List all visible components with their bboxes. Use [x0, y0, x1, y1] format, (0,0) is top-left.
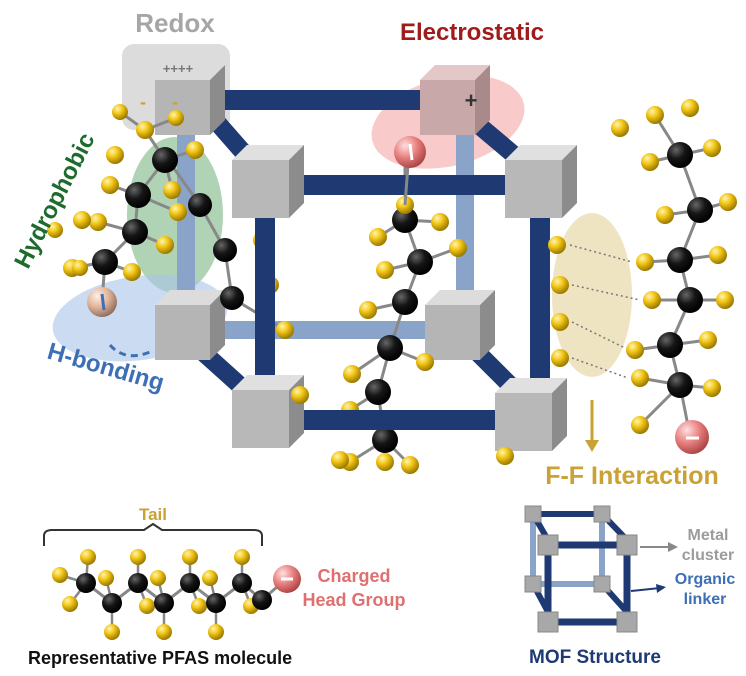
caption-mof: MOF Structure: [529, 647, 661, 668]
mof-structure-legend: Metal cluster Organic linker MOF Structu…: [524, 505, 736, 668]
label-hydrophobic: Hydrophobic: [9, 129, 100, 273]
metal-cluster-back-br: [425, 290, 495, 360]
metal-cluster-front-bl: [232, 375, 304, 448]
label-charged: Charged: [317, 566, 390, 586]
label-redox: Redox: [135, 8, 215, 38]
pfas-legend-chain: [52, 549, 301, 640]
electrostatic-charge: +: [465, 88, 478, 113]
label-tail: Tail: [139, 505, 167, 524]
pfas-molecule-legend: Tail: [28, 505, 406, 668]
redox-minus-right: -: [172, 92, 178, 112]
ff-contacts: [548, 236, 641, 452]
metal-cluster-front-tr: [505, 145, 577, 218]
pfas-chain-right: [611, 99, 737, 454]
label-head-group: Head Group: [302, 590, 405, 610]
h-bond-dash: [108, 343, 151, 358]
caption-pfas: Representative PFAS molecule: [28, 648, 292, 668]
metal-cluster-front-br: [495, 378, 567, 451]
metal-cluster-back-tl: [155, 65, 225, 135]
label-metal: Metal: [688, 527, 729, 544]
loose-fluorine-atoms: [47, 211, 514, 471]
redox-charges: ++++: [163, 61, 194, 76]
label-electrostatic: Electrostatic: [400, 19, 544, 46]
redox-minus-left: -: [140, 92, 146, 112]
label-cluster: cluster: [682, 547, 734, 564]
tail-bracket: [43, 522, 263, 546]
metal-cluster-back-bl: [155, 290, 225, 360]
pfas-chain-left: [63, 104, 204, 358]
metal-cluster-front-tl: [232, 145, 304, 218]
label-ff-interaction: F-F Interaction: [545, 462, 719, 490]
label-linker: linker: [684, 591, 727, 608]
ff-interaction-highlight: [552, 213, 632, 377]
mof-back-clusters: [155, 65, 495, 360]
electrostatic-head-group: [394, 136, 426, 206]
mof-back-linkers: [177, 90, 526, 397]
metal-cluster-back-tr: [420, 65, 490, 135]
label-organic: Organic: [675, 571, 736, 588]
